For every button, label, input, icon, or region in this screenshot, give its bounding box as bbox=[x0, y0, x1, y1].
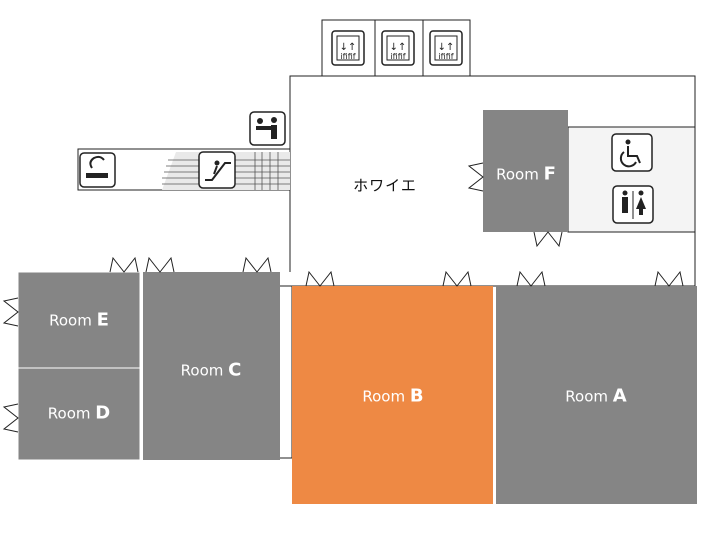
elevator-icon: ↓↑ ififif bbox=[381, 30, 415, 66]
room-b[interactable] bbox=[292, 286, 493, 504]
foyer-label: ホワイエ bbox=[353, 176, 417, 195]
svg-text:ififif: ififif bbox=[390, 52, 405, 61]
room-a[interactable] bbox=[496, 286, 697, 504]
room-e-label: Room E bbox=[49, 309, 109, 331]
svg-text:ififif: ififif bbox=[438, 52, 453, 61]
svg-text:↓↑: ↓↑ bbox=[438, 42, 455, 53]
room-b-label: Room B bbox=[362, 385, 424, 407]
escalator-icon bbox=[198, 151, 236, 189]
doors bbox=[2, 162, 684, 433]
reception-icon bbox=[249, 111, 286, 146]
room-f[interactable] bbox=[483, 110, 568, 232]
room-c-label: Room C bbox=[180, 359, 242, 381]
room-e[interactable] bbox=[17, 271, 141, 369]
room-f-label: Room F bbox=[496, 163, 556, 185]
svg-text:ififif: ififif bbox=[340, 52, 355, 61]
restroom-icon bbox=[612, 185, 654, 224]
room-d[interactable] bbox=[17, 367, 141, 461]
svg-text:↓↑: ↓↑ bbox=[340, 42, 357, 53]
elevator-icon: ↓↑ ififif bbox=[331, 30, 365, 66]
room-d-label: Room D bbox=[47, 402, 111, 424]
accessible-toilet-icon bbox=[611, 133, 653, 172]
svg-text:↓↑: ↓↑ bbox=[390, 42, 407, 53]
smoking-area-icon bbox=[79, 152, 116, 188]
room-a-label: Room A bbox=[565, 385, 627, 407]
elevator-icon: ↓↑ ififif bbox=[429, 30, 463, 66]
room-c[interactable] bbox=[143, 272, 280, 460]
